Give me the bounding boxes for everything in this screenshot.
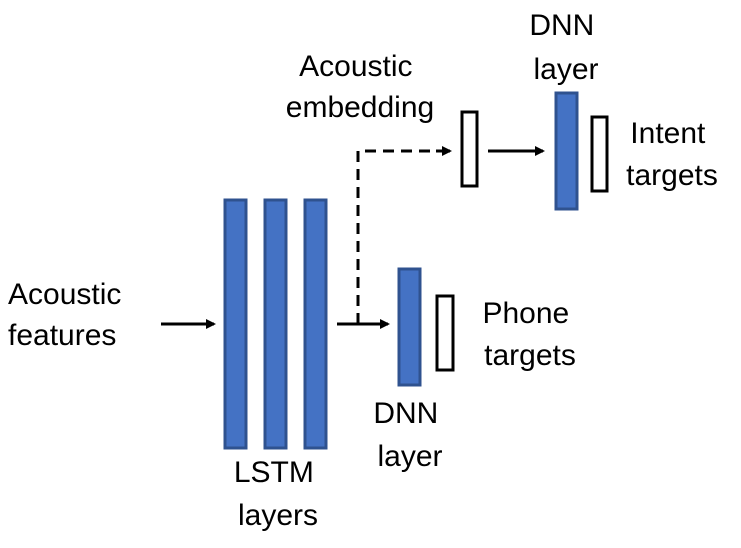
intent-dnn-layer <box>554 91 579 211</box>
acoustic-features-label: Acoustic features <box>8 278 130 352</box>
acoustic-embedding-box <box>460 110 479 188</box>
lstm-layer-1 <box>223 198 248 450</box>
embedding-branch-dashed-line <box>356 149 440 324</box>
intent-targets-label: Intent targets <box>626 117 718 192</box>
intent-dnn-layer-label: DNN layer <box>529 9 602 86</box>
acoustic-embedding-label: Acoustic embedding <box>286 50 434 124</box>
lstm-layers <box>223 198 328 450</box>
lstm-layer-3 <box>303 198 328 450</box>
phone-targets-label: Phone targets <box>482 297 577 372</box>
intent-targets-box <box>590 115 609 193</box>
lstm-layer-2 <box>263 198 288 450</box>
phone-dnn-layer <box>397 267 422 387</box>
lstm-layers-label: LSTM layers <box>234 456 322 532</box>
phone-dnn-layer-label: DNN layer <box>373 397 446 473</box>
phone-targets-box <box>435 294 455 372</box>
